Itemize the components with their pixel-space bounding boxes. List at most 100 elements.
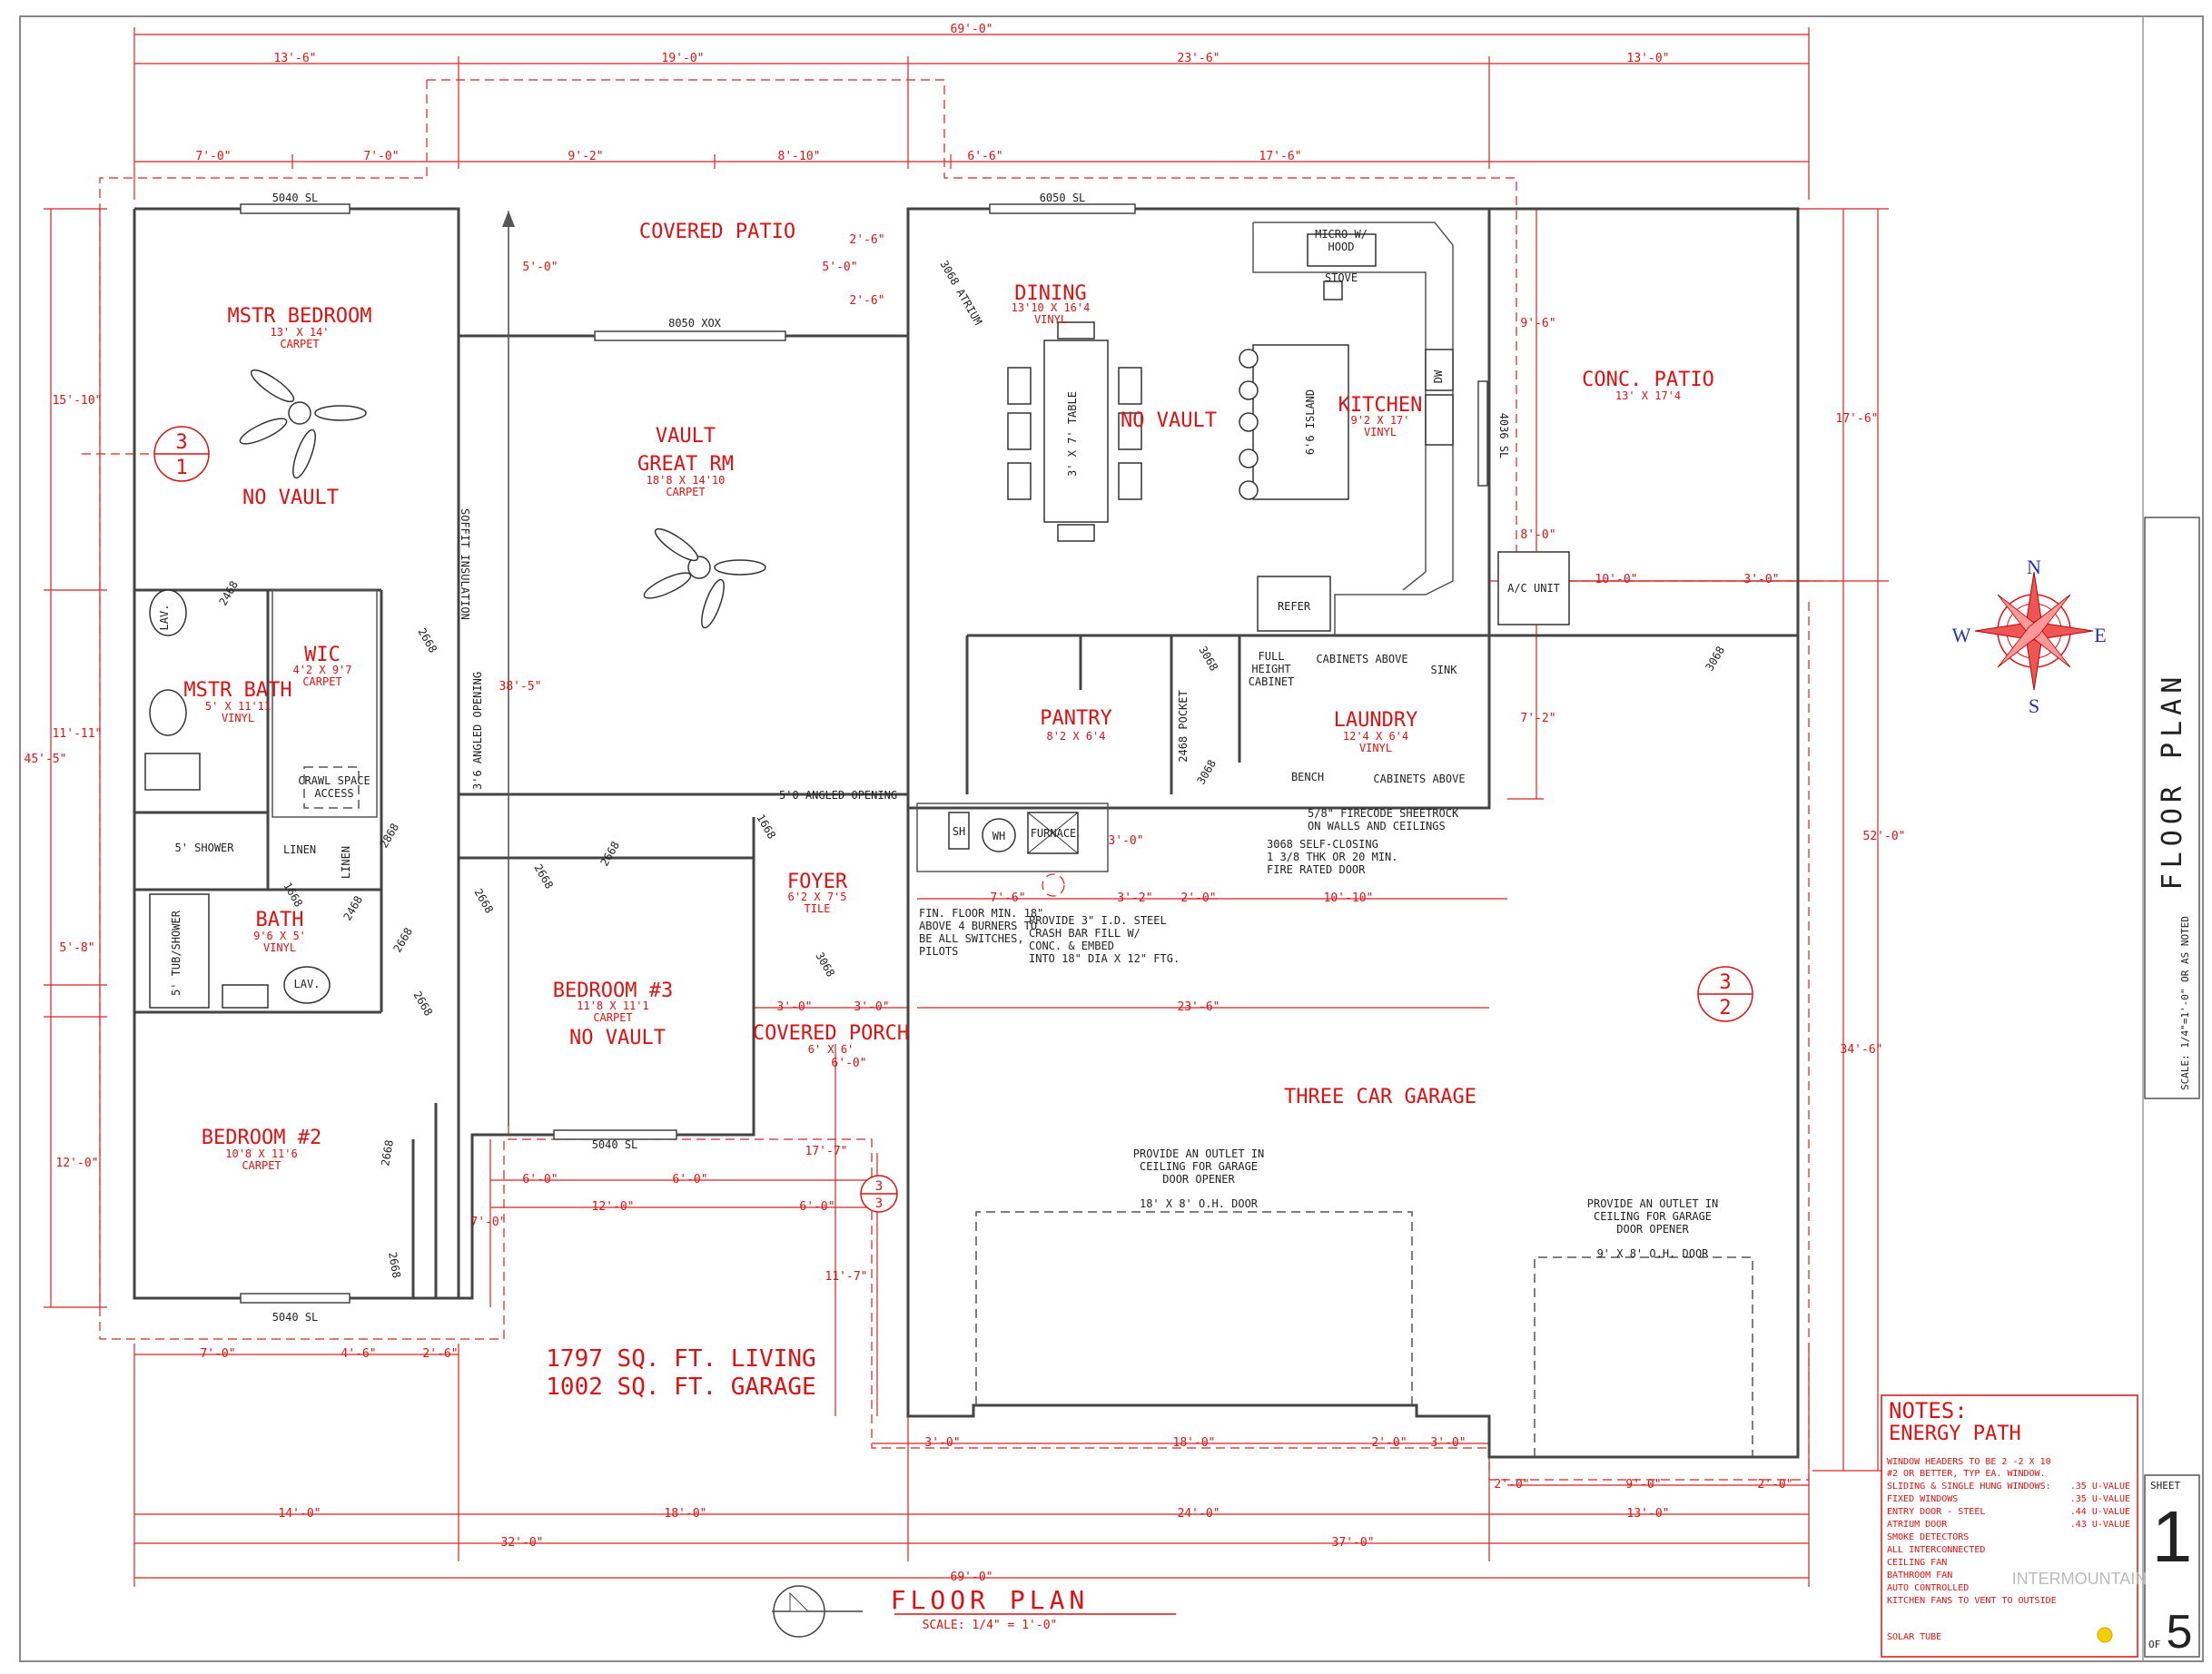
plan-title: FLOOR PLAN SCALE: 1/4" = 1'-0" <box>772 1585 1176 1638</box>
note-line: ABOVE 4 BURNERS TO <box>919 920 1037 932</box>
door-tag: 3068 <box>813 950 837 980</box>
room-size: 4'2 X 9'7 <box>292 664 351 676</box>
dim-text: 7'-0" <box>195 150 231 163</box>
garage-doors <box>975 1211 1753 1457</box>
full-height-label: HEIGHT <box>1251 663 1290 675</box>
bath-fixtures <box>144 589 331 1009</box>
solar-tube-icon <box>2097 1627 2113 1643</box>
room-pantry: PANTRY 8'2 X 6'4 2468 POCKET <box>1040 690 1190 762</box>
section-sheet: 1 <box>175 457 187 479</box>
room-floor: VINYL <box>1034 313 1067 326</box>
dim-text: 6'-6" <box>967 150 1002 163</box>
dim-text: 7'-6" <box>990 891 1025 905</box>
note-value: .35 U-VALUE <box>2070 1482 2130 1492</box>
door-tag: 2668 <box>415 626 439 655</box>
opening-label: SOFFIT INSULATION <box>459 508 471 620</box>
dim-text: 3'-0" <box>1743 573 1779 586</box>
door-tag: 2468 <box>216 578 241 607</box>
lav-label: LAV. <box>158 605 171 631</box>
note-line: CEILING FOR GARAGE <box>1140 1160 1258 1173</box>
note-line: PROVIDE 3" I.D. STEEL <box>1029 914 1167 927</box>
overhang-lines <box>99 79 1842 1481</box>
door-tag: 2668 <box>390 925 415 954</box>
dim-text: 7'-2" <box>1520 712 1555 725</box>
dim-text: 23'-6" <box>1178 1000 1220 1014</box>
north-arrow-compass-icon: N E S W <box>1952 556 2107 717</box>
door-tag: 2668 <box>531 862 556 891</box>
dim-text: 2'-6" <box>849 294 884 308</box>
dim-text: 38'-5" <box>499 680 542 694</box>
room-master-bath: MSTR BATH 5' X 11'11 VINYL 5' SHOWER LAV… <box>158 605 292 854</box>
room-floor: VINYL <box>222 712 254 724</box>
section-number: 3 <box>1719 971 1731 994</box>
note-line: AUTO CONTROLLED <box>1887 1583 1969 1593</box>
note-line: PILOTS <box>919 945 958 958</box>
door-tag: 2668 <box>379 1139 396 1167</box>
dining-table <box>1007 321 1142 542</box>
dim-text: 7'-0" <box>200 1347 235 1361</box>
room-size: 18'8 X 14'10 <box>647 474 726 487</box>
room-size: 12'4 X 6'4 <box>1343 730 1408 743</box>
room-floor: VINYL <box>1359 742 1392 754</box>
dim-text: 6'-0" <box>831 1057 866 1070</box>
door-tag: 2668 <box>471 887 496 916</box>
window-label: 8050 XOX <box>668 317 722 330</box>
room-note: NO VAULT <box>242 487 339 509</box>
dim-text: 2'-6" <box>849 233 884 247</box>
note-line: ALL INTERCONNECTED <box>1887 1545 1985 1555</box>
dim-text: 10'-10" <box>1324 891 1374 905</box>
dim-text: 2'-0" <box>1180 891 1216 905</box>
compass-south: S <box>2029 694 2039 717</box>
note-line: ATRIUM DOOR <box>1887 1520 1948 1530</box>
dim-text: 11'-7" <box>825 1270 868 1284</box>
room-size: 13' X 14' <box>270 326 329 339</box>
room-name: KITCHEN <box>1338 394 1423 417</box>
dim-overall-top: 69'-0" <box>951 23 993 36</box>
section-number: 3 <box>175 431 187 454</box>
notes-subheading: ENERGY PATH <box>1889 1423 2021 1445</box>
watermark-text: INTERMOUNTAIN <box>2012 1570 2148 1588</box>
window-label: 4036 SL <box>1497 413 1510 459</box>
dim-text: 8'-0" <box>1520 528 1555 542</box>
dim-text: 37'-0" <box>1332 1536 1375 1550</box>
note-line: ON WALLS AND CEILINGS <box>1308 820 1446 832</box>
note-line: SMOKE DETECTORS <box>1887 1532 1969 1542</box>
room-name: BEDROOM #3 <box>553 980 673 1002</box>
dim-text: 3'-0" <box>1108 834 1143 848</box>
door-tag: 1668 <box>281 881 305 910</box>
lav-label: LAV. <box>294 978 321 990</box>
dim-text: 9'-6" <box>1520 317 1555 330</box>
room-size: 9'6 X 5' <box>253 930 306 942</box>
note-line: PROVIDE AN OUTLET IN <box>1587 1197 1719 1210</box>
title-block: FLOOR PLAN SCALE: 1/4"=1'-0" OR AS NOTED… <box>2144 517 2200 1659</box>
room-covered-patio: COVERED PATIO <box>639 221 795 243</box>
dim-text: 9'-0" <box>1625 1478 1661 1492</box>
dim-text: 9'-2" <box>568 150 603 163</box>
linen-label: LINEN <box>340 846 352 879</box>
full-height-label: CABINET <box>1249 675 1295 688</box>
sheet-title: FLOOR PLAN <box>2157 672 2188 891</box>
dim-text: 13'-6" <box>274 52 317 65</box>
mechanical-room <box>916 803 1109 897</box>
door-tag: 1668 <box>754 812 778 842</box>
dim-overall-left: 45'-5" <box>25 753 67 766</box>
vault-arrow <box>502 211 515 1126</box>
room-floor: VINYL <box>1364 426 1397 438</box>
section-number: 3 <box>875 1179 883 1194</box>
sheet-label: SHEET <box>2150 1480 2180 1492</box>
dim-text: 23'-6" <box>1178 52 1220 65</box>
room-three-car-garage: THREE CAR GARAGE <box>1284 1086 1476 1108</box>
dim-overall-bottom: 69'-0" <box>951 1571 993 1584</box>
note-value: .35 U-VALUE <box>2070 1494 2130 1504</box>
dim-text: 2'-0" <box>1371 1436 1407 1450</box>
door-tag: 2668 <box>386 1251 403 1279</box>
note-line: FIN. FLOOR MIN. 18" <box>919 907 1043 920</box>
room-floor: CARPET <box>302 675 341 688</box>
room-master-bedroom: MSTR BEDROOM 13' X 14' CARPET NO VAULT <box>228 305 372 509</box>
micro-label: MICRO W/ <box>1315 228 1368 241</box>
dim-text: 2'-0" <box>1494 1478 1529 1492</box>
room-floor: VINYL <box>263 941 296 954</box>
room-dining: DINING 13'10 X 16'4 VINYL 3' X 7' TABLE … <box>1012 282 1217 477</box>
room-size: 5' X 11'11 <box>205 700 271 713</box>
room-great-room: VAULT GREAT RM 18'8 X 14'10 CARPET <box>637 425 734 498</box>
